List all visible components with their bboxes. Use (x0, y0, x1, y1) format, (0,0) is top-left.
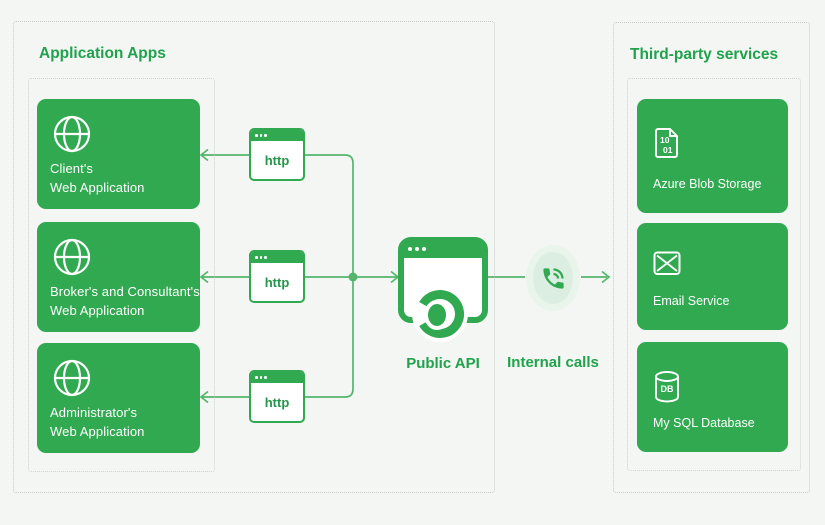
third-party-services-title: Third-party services (630, 46, 779, 63)
http-label: http (264, 152, 290, 168)
node-http-2: http (249, 250, 305, 303)
phone-in-talk-icon (542, 267, 564, 289)
application-apps-title: Application Apps (39, 45, 166, 62)
browser-bar (251, 252, 303, 263)
http-label: http (264, 394, 290, 410)
card-label: Administrator's Web Application (50, 405, 145, 439)
node-clients-web-application: Client's Web Application (37, 99, 200, 209)
application-apps-panel: Application Apps (13, 21, 495, 493)
globe-icon (53, 238, 91, 276)
phone-circle (533, 252, 573, 304)
node-brokers-consultants-web-application: Broker's and Consultant's Web Applicatio… (37, 222, 200, 332)
node-public-api: Public API (395, 236, 491, 372)
public-api-label: Public API (406, 355, 480, 372)
node-http-3: http (249, 370, 305, 423)
node-administrators-web-application: Administrator's Web Application (37, 343, 200, 453)
api-window-icon (398, 237, 488, 342)
svg-text:01: 01 (663, 145, 673, 155)
browser-bar (251, 372, 303, 383)
node-http-1: http (249, 128, 305, 181)
binary-file-icon: 10 01 (655, 128, 678, 158)
svg-text:DB: DB (661, 384, 674, 394)
arrowhead-to-services (601, 270, 611, 284)
card-label: Broker's and Consultant's Web Applicatio… (50, 284, 200, 318)
envelope-icon (653, 251, 681, 275)
card-label: Email Service (653, 294, 730, 308)
database-icon: DB (655, 371, 679, 403)
api-swirl-icon (412, 286, 468, 342)
card-label: Azure Blob Storage (653, 177, 762, 191)
card-label: Client's Web Application (50, 161, 145, 195)
card-label: My SQL Database (653, 416, 755, 430)
browser-bar (251, 130, 303, 141)
node-email-service: Email Service (637, 223, 788, 330)
third-party-services-panel: Third-party services (613, 22, 810, 493)
globe-icon (53, 115, 91, 153)
http-label: http (264, 274, 290, 290)
svg-text:10: 10 (660, 135, 670, 145)
node-azure-blob-storage: 10 01 Azure Blob Storage (637, 99, 788, 213)
node-mysql-database: DB My SQL Database (637, 342, 788, 452)
apps-group-box (28, 78, 215, 472)
globe-icon (53, 359, 91, 397)
services-group-box (627, 78, 801, 471)
internal-calls-label: Internal calls (507, 354, 599, 371)
